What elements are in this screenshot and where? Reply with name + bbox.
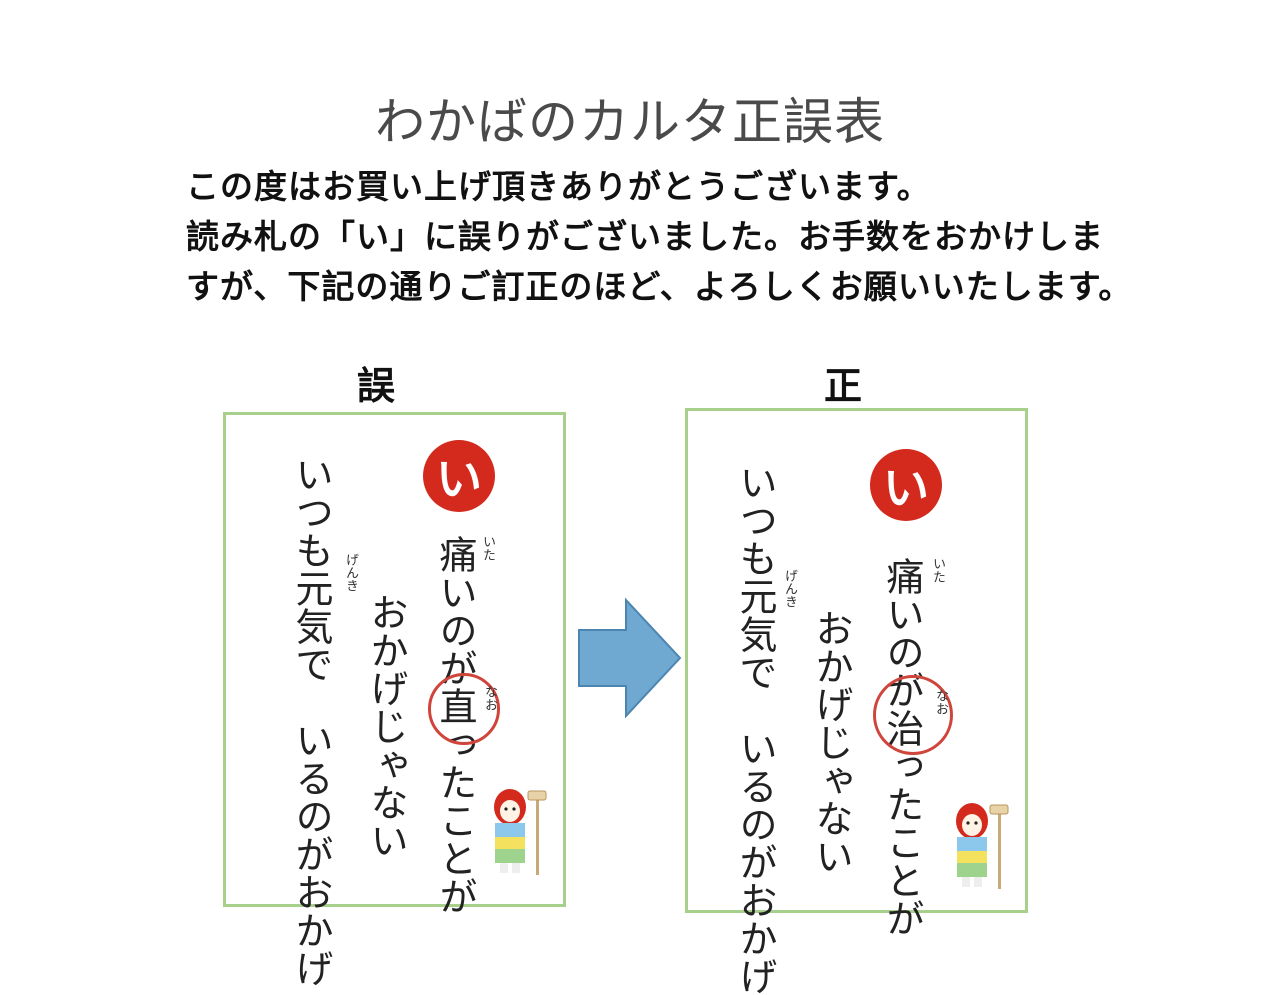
- daruma-character-icon: [494, 789, 547, 875]
- ruby-nao: なお: [933, 689, 948, 715]
- correct-label: 正: [824, 363, 863, 408]
- ruby-genki: げんき: [343, 553, 358, 592]
- ruby-ita: いた: [930, 557, 945, 583]
- arrow-right-icon: [578, 597, 682, 719]
- line1-part-a: 痛いのが: [433, 535, 477, 687]
- message-line-1: この度はお買い上げ頂きありがとうございます。: [186, 167, 931, 206]
- daruma-character-icon: [956, 803, 1009, 889]
- ruby-nao: なお: [482, 685, 497, 711]
- message-line-2: 読み札の「い」に誤りがございました。お手数をおかけしま: [186, 217, 1104, 256]
- wrong-label: 誤: [357, 363, 396, 408]
- card-line-3: いつも元気で いるのがおかげ: [289, 455, 333, 987]
- card-badge: い: [423, 440, 495, 512]
- error-circle: [428, 673, 500, 745]
- correct-card: い いた 痛いのが 治 ったことが なお おかげじゃない げんき いつも元気で …: [685, 408, 1028, 995]
- card-line-2: おかげじゃない: [809, 609, 853, 875]
- card-line-2: おかげじゃない: [364, 593, 408, 859]
- wrong-card: い いた 痛いのが 直 ったことが なお おかげじゃない げんき いつも元気で …: [223, 412, 566, 987]
- card-badge: い: [870, 449, 942, 521]
- line1-part-b: ったことが: [880, 747, 924, 937]
- correction-circle: [873, 675, 953, 755]
- ruby-genki: げんき: [782, 569, 797, 608]
- line1-part-b: ったことが: [433, 725, 477, 915]
- message-line-3: すが、下記の通りご訂正のほど、よろしくお願いいたします。: [186, 267, 1133, 306]
- card-line-3: いつも元気で いるのがおかげ: [733, 463, 777, 995]
- page-title: わかばのカルタ正誤表: [375, 93, 885, 151]
- ruby-ita: いた: [480, 535, 495, 561]
